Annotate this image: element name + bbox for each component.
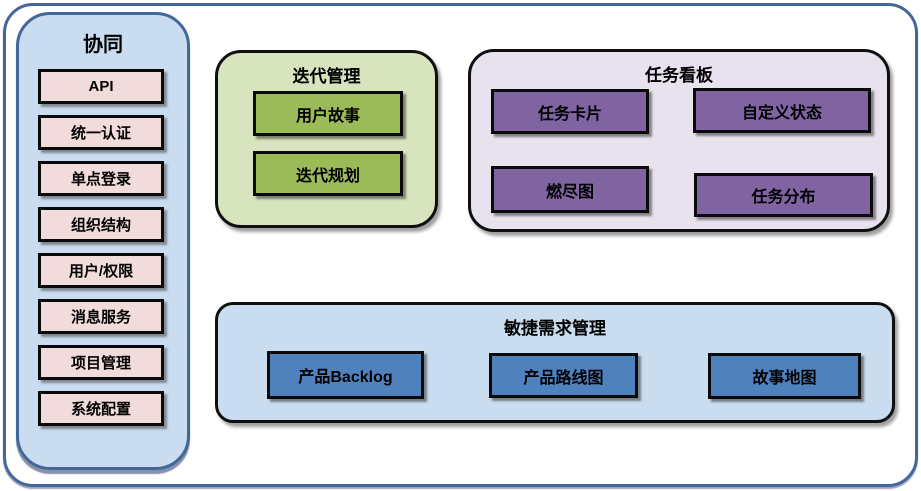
collaboration-panel-title: 协同 (83, 34, 123, 56)
node-burndown-chart: 燃尽图 (491, 166, 649, 213)
sidebar-item-user-permission: 用户/权限 (38, 253, 164, 288)
node-task-distribution: 任务分布 (694, 173, 873, 217)
sidebar-item-message-service: 消息服务 (38, 299, 164, 334)
node-user-story: 用户故事 (253, 91, 403, 136)
sidebar-item-system-config: 系统配置 (38, 391, 164, 426)
task-board-group: 任务看板 任务卡片 自定义状态 燃尽图 任务分布 (468, 49, 890, 232)
node-iteration-planning: 迭代规划 (253, 151, 403, 196)
sidebar-item-project-management: 项目管理 (38, 345, 164, 380)
node-task-card: 任务卡片 (491, 89, 649, 134)
iteration-management-group: 迭代管理 用户故事 迭代规划 (215, 50, 438, 228)
agile-requirements-group: 敏捷需求管理 产品Backlog 产品路线图 故事地图 (215, 302, 895, 423)
outer-frame (3, 3, 918, 487)
iteration-management-title: 迭代管理 (292, 67, 361, 86)
node-product-backlog: 产品Backlog (267, 351, 424, 399)
collaboration-panel: 协同 API 统一认证 单点登录 组织结构 用户/权限 消息服务 项目管理 系统… (16, 12, 190, 470)
node-story-map: 故事地图 (708, 353, 861, 399)
sidebar-item-api: API (38, 69, 164, 104)
collaboration-item-list: API 统一认证 单点登录 组织结构 用户/权限 消息服务 项目管理 系统配置 (38, 69, 164, 426)
agile-requirements-title: 敏捷需求管理 (504, 319, 606, 338)
task-board-title: 任务看板 (645, 66, 713, 85)
sidebar-item-single-sign-on: 单点登录 (38, 161, 164, 196)
node-product-roadmap: 产品路线图 (489, 353, 638, 398)
sidebar-item-unified-auth: 统一认证 (38, 115, 164, 150)
sidebar-item-org-structure: 组织结构 (38, 207, 164, 242)
node-custom-status: 自定义状态 (693, 88, 871, 133)
